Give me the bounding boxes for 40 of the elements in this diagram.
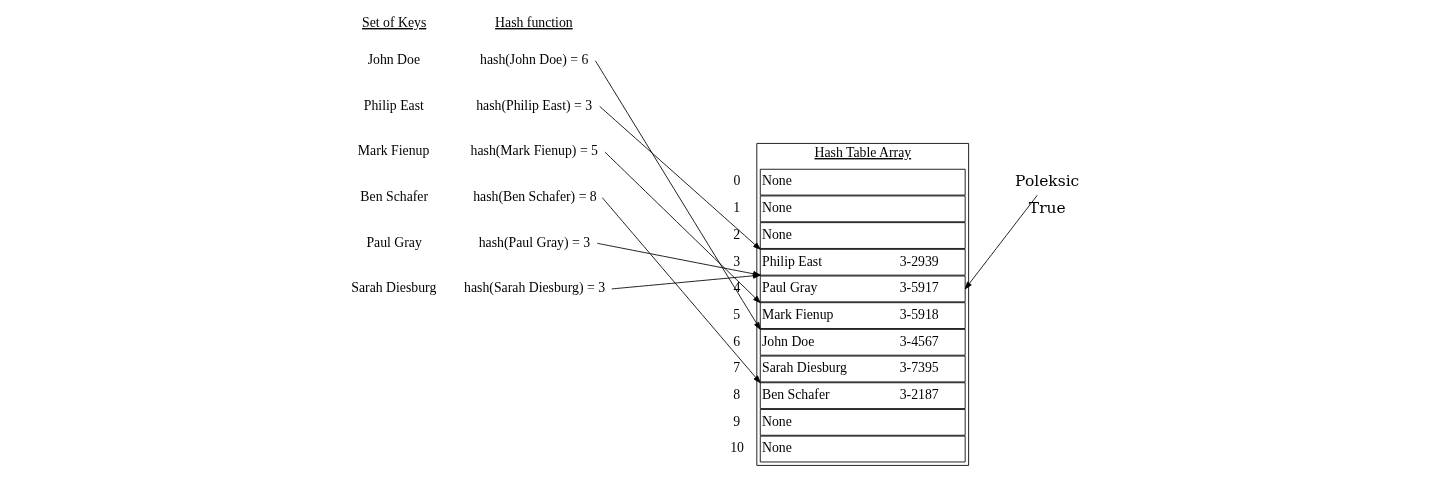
node-box: None [759, 435, 966, 463]
node-text: Mark Fienup [357, 143, 430, 159]
label: Set of Keys [362, 15, 427, 31]
node-label: 2 [733, 226, 741, 242]
node-text: hash(Sarah Diesburg) = 3 [464, 280, 606, 296]
node-text: Philip East [363, 97, 424, 113]
node-label: 8 [733, 386, 741, 402]
node-text: Poleksic [1015, 171, 1080, 190]
arrow [964, 194, 1038, 290]
node-text: hash(Ben Schafer) = 8 [473, 188, 597, 204]
node-label: 10 [730, 440, 744, 456]
node-label: 3 [733, 253, 741, 269]
label: Hash function [495, 15, 573, 31]
node-box: None [759, 409, 966, 436]
node-box: None [759, 222, 966, 249]
arrow [599, 105, 761, 250]
node-box: John Doe 3-4567 [759, 328, 966, 356]
node-text: hash(Mark Fienup) = 5 [470, 143, 599, 159]
node-text: hash(John Doe) = 6 [480, 52, 589, 68]
node-label: 6 [733, 333, 741, 349]
node-box: Paul Gray 3-5917 [759, 275, 966, 303]
node-label: 0 [733, 173, 741, 189]
node-box: Sarah Diesburg 3-7395 [759, 355, 966, 383]
node-label: 9 [733, 413, 741, 429]
node-text: Paul Gray [366, 234, 422, 250]
node-box: None [759, 195, 966, 223]
node-box: Mark Fienup 3-5918 [759, 302, 966, 329]
node-box: Philip East 3-2939 [759, 248, 966, 276]
label: True [1028, 198, 1066, 217]
node-box: Ben Schafer 3-2187 [759, 382, 966, 409]
node-label: 1 [733, 200, 741, 216]
node-label: 7 [733, 360, 741, 376]
node-box: None [759, 168, 966, 196]
node-label: 4 [733, 280, 741, 296]
node-text: Sarah Diesburg [351, 280, 437, 296]
node-text: John Doe [367, 52, 421, 68]
node-text: Ben Schafer [360, 188, 429, 204]
node-label: 5 [733, 306, 741, 322]
node-text: hash(Philip East) = 3 [476, 97, 593, 113]
node-text: hash(Paul Gray) = 3 [478, 234, 591, 250]
